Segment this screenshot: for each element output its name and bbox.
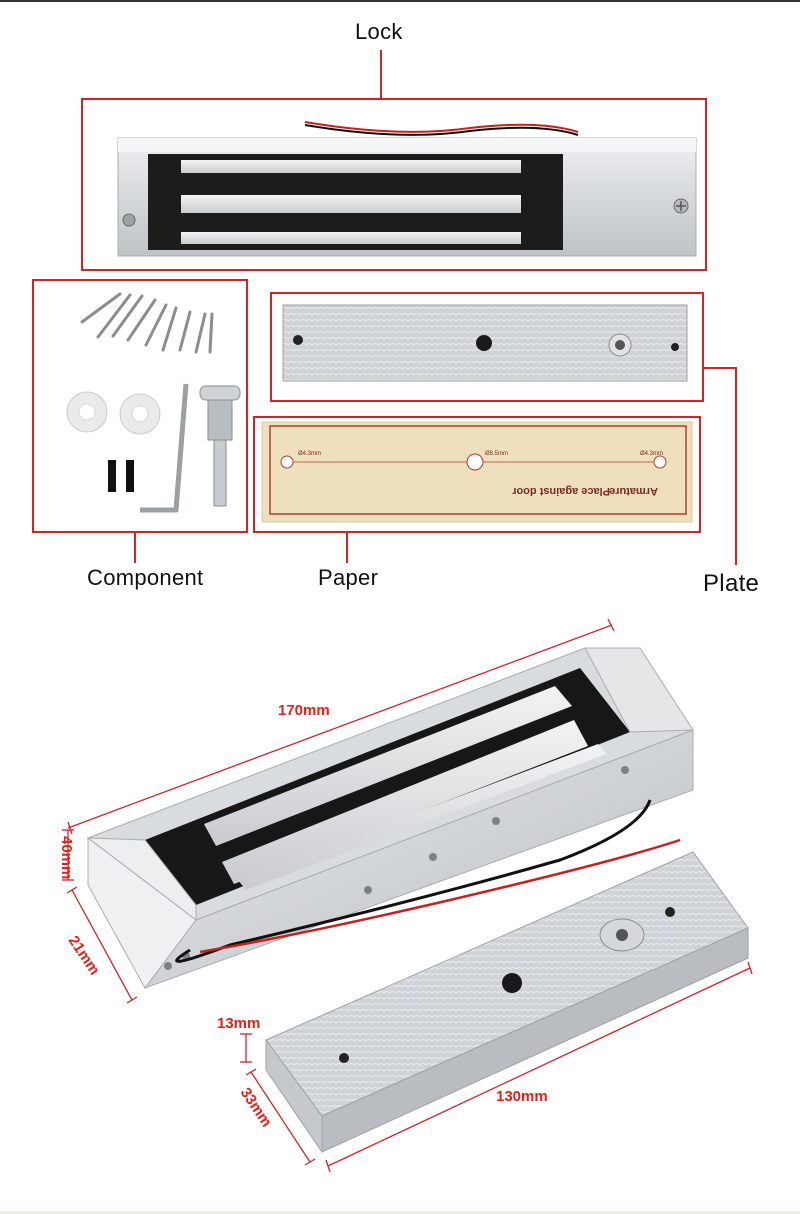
component-leader-line	[134, 533, 136, 563]
top-rule	[0, 0, 800, 2]
dimension-lines	[62, 618, 753, 1173]
dimension-label-130mm: 130mm	[496, 1088, 548, 1105]
plate-3d-photo	[265, 851, 749, 1154]
paper-frame	[253, 416, 701, 533]
paper-photo: Place against door Armature Ø4.3mm Ø8.5m…	[261, 421, 693, 523]
lock-frame	[81, 98, 707, 271]
paper-hole-label-3: Ø4.3mm	[640, 451, 663, 457]
component-frame	[32, 279, 248, 533]
lock-leader-line	[380, 50, 382, 99]
dimension-label-21mm: 21mm	[65, 933, 103, 978]
paper-label: Paper	[318, 565, 379, 590]
bottom-rule	[0, 1211, 800, 1214]
lock-photo	[117, 121, 697, 257]
paper-print-text: Place against door	[511, 485, 610, 497]
paper-print-armature: Armature	[609, 485, 658, 497]
paper-leader-line	[346, 533, 348, 563]
lock-label: Lock	[355, 19, 403, 44]
paper-hole-label-2: Ø8.5mm	[485, 451, 508, 457]
plate-leader-vertical	[735, 367, 737, 565]
plate-leader-horizontal	[704, 367, 736, 369]
dimension-label-13mm: 13mm	[217, 1015, 260, 1032]
component-photo	[66, 292, 241, 513]
plate-frame	[270, 292, 704, 402]
paper-hole-label-1: Ø4.3mm	[298, 451, 321, 457]
plate-photo	[282, 304, 688, 382]
lock-3d-photo	[86, 647, 695, 990]
dimension-label-40mm: 40mm	[58, 836, 75, 879]
dimension-label-170mm: 170mm	[278, 702, 330, 719]
plate-label: Plate	[703, 570, 760, 597]
dimension-label-33mm: 33mm	[237, 1085, 275, 1130]
component-label: Component	[87, 565, 204, 590]
